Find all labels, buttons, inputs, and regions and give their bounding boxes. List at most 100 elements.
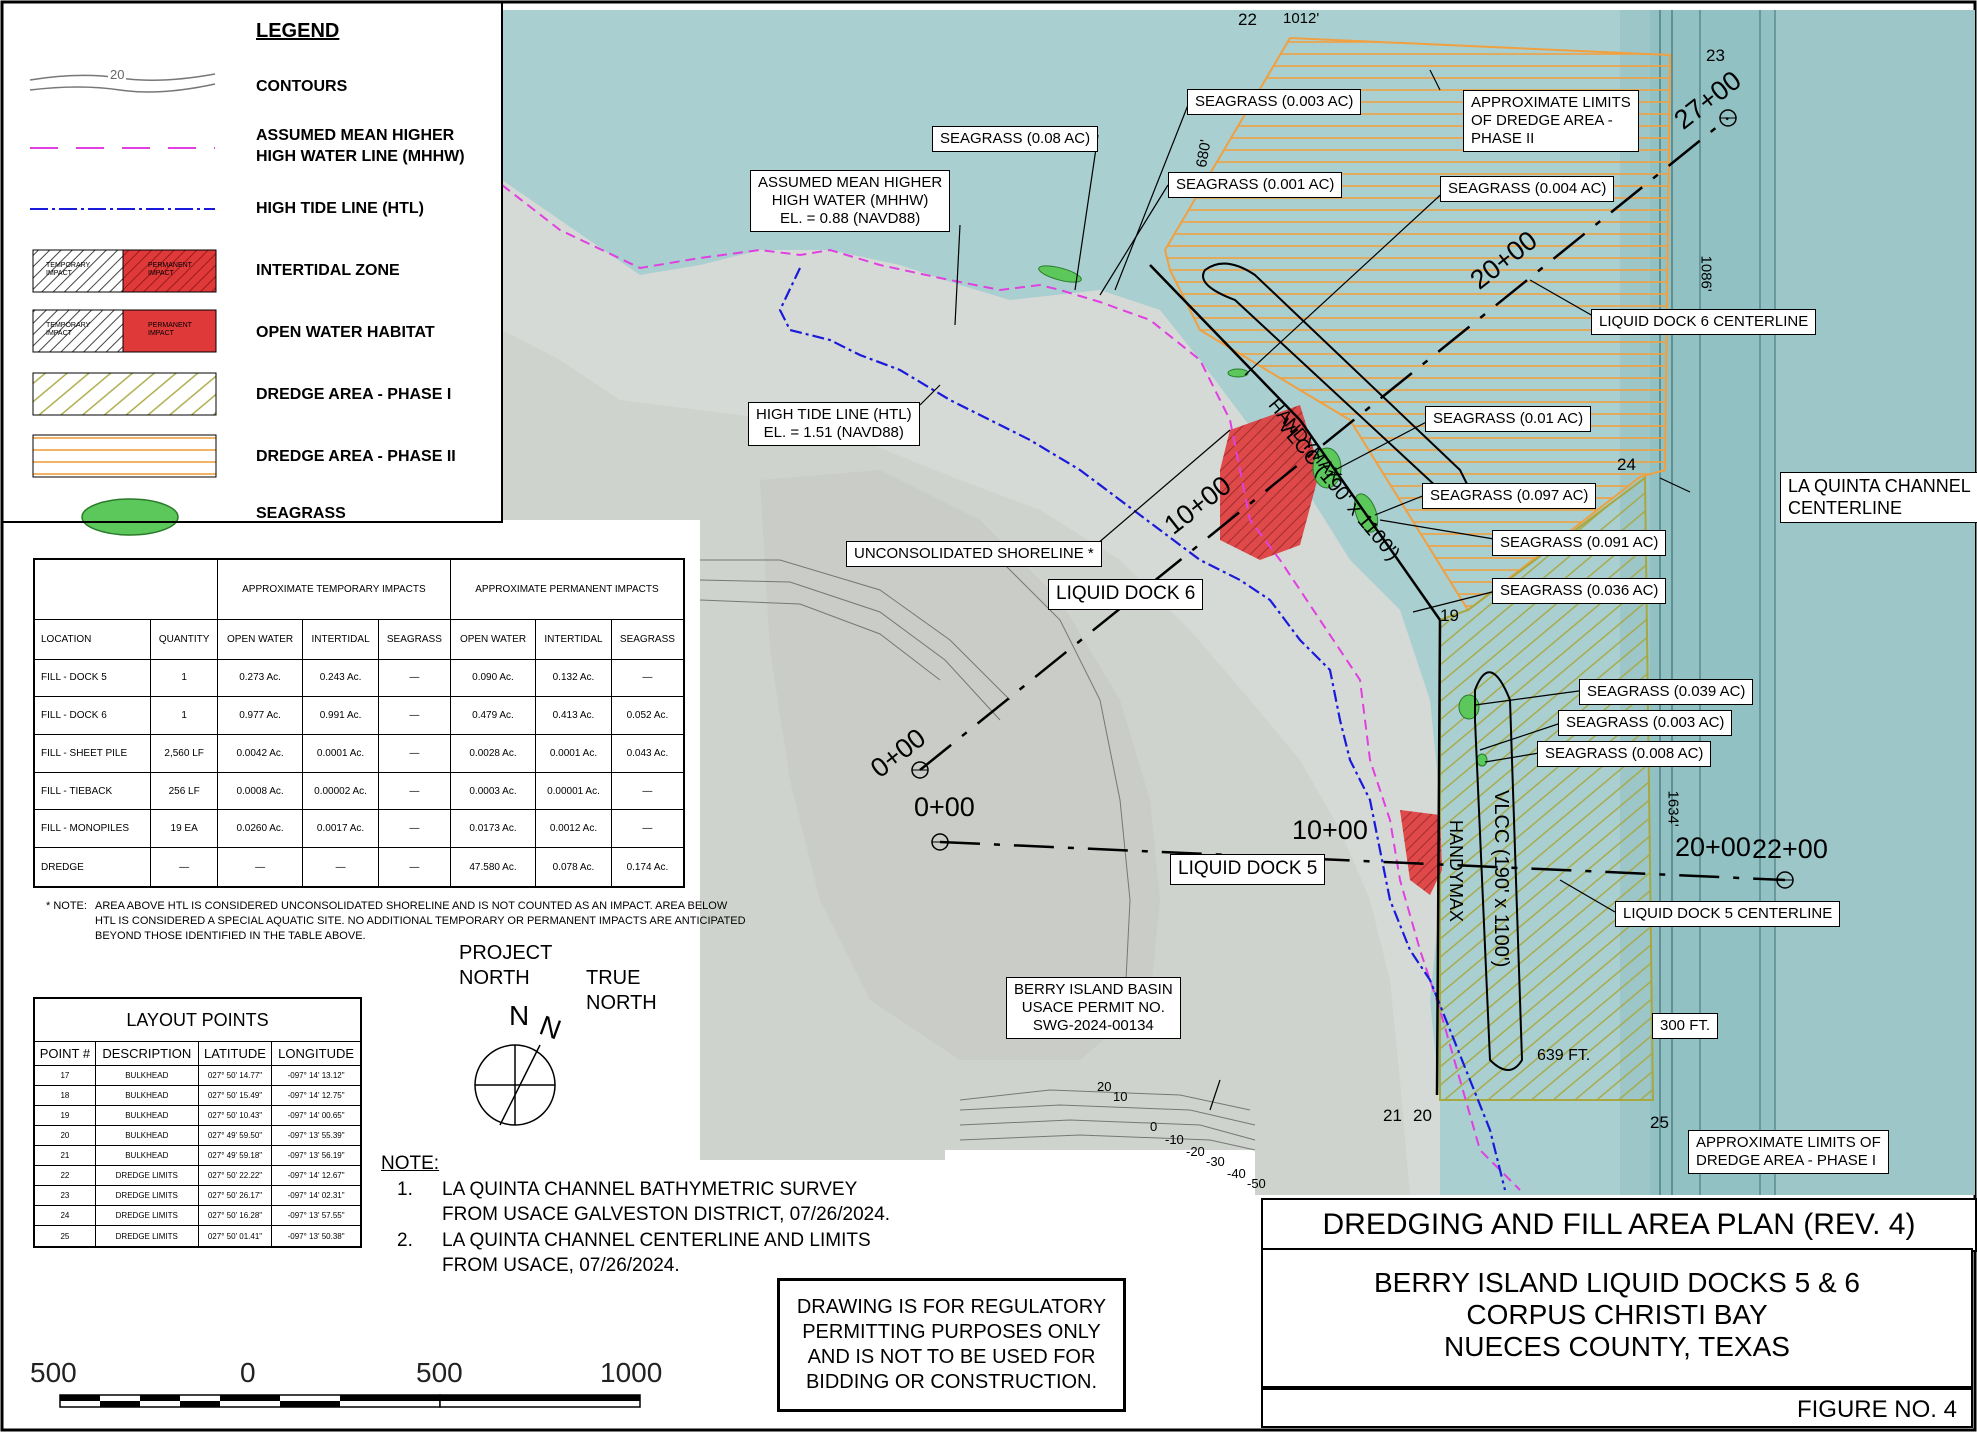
- contour-label-m10: -10: [1165, 1132, 1184, 1147]
- disclaimer-box: DRAWING IS FOR REGULATORY PERMITTING PUR…: [777, 1278, 1126, 1412]
- legend-item-contours: CONTOURS: [256, 78, 348, 95]
- note-2-num: 2.: [397, 1230, 413, 1251]
- bulkhead-lines: [1149, 264, 1442, 1096]
- disclaimer-line-4: BIDDING OR CONSTRUCTION.: [805, 1371, 1098, 1393]
- point-22: 22: [1238, 10, 1257, 29]
- contour-lines: [699, 559, 1256, 1151]
- contour-label-m50: -50: [1247, 1176, 1266, 1191]
- dim-639: 639 FT.: [1537, 1047, 1591, 1064]
- layout-points-table: LAYOUT POINTS POINT # DESCRIPTION LATITU…: [33, 997, 362, 1248]
- north-n-1: N: [509, 1000, 530, 1031]
- legend-item-intertidal: INTERTIDAL ZONE: [256, 262, 400, 279]
- seagrass-label-0091: SEAGRASS (0.091 AC): [1492, 530, 1667, 556]
- impacts-note-line-1: AREA ABOVE HTL IS CONSIDERED UNCONSOLIDA…: [95, 900, 728, 912]
- seagrass-label-0036: SEAGRASS (0.036 AC): [1492, 578, 1667, 604]
- drawing-title: DREDGING AND FILL AREA PLAN (REV. 4): [1261, 1198, 1977, 1252]
- point-25: 25: [1650, 1113, 1669, 1132]
- disclaimer-line-1: DRAWING IS FOR REGULATORY: [796, 1296, 1107, 1318]
- point-20: 20: [1413, 1106, 1432, 1125]
- swatch-perm-label-2: PERMANENT IMPACT: [148, 322, 192, 338]
- scale-label-0: 0: [240, 1357, 256, 1388]
- north-arrow: [474, 1044, 556, 1126]
- leader-lines: [919, 69, 1691, 1111]
- legend-seagrass-swatch: [81, 498, 179, 536]
- swatch-perm-label: PERMANENT IMPACT: [148, 262, 192, 278]
- dim-1012: 1012': [1283, 10, 1320, 27]
- legend-title: LEGEND: [256, 20, 340, 42]
- legend-item-phase-2: DREDGE AREA - PHASE II: [256, 448, 456, 465]
- ld6-centerline-callout: LIQUID DOCK 6 CENTERLINE: [1591, 309, 1817, 335]
- contour-label-0: 0: [1150, 1119, 1158, 1134]
- mhhw-callout: ASSUMED MEAN HIGHER HIGH WATER (MHHW) EL…: [750, 170, 951, 232]
- swatch-temp-label-2: TEMPORARY IMPACT: [46, 322, 91, 338]
- layout-points-title: LAYOUT POINTS: [33, 997, 362, 1042]
- scale-label-500a: 500: [30, 1357, 77, 1388]
- seagrass-label-0003: SEAGRASS (0.003 AC): [1187, 89, 1362, 115]
- handymax-label-dock5: HANDYMAX: [1446, 820, 1466, 923]
- contour-label-10: 10: [1113, 1089, 1128, 1104]
- swatch-temp-label: TEMPORARY IMPACT: [46, 262, 91, 278]
- vlcc-label-dock5: VLCC (190' x 1100'): [1490, 790, 1512, 968]
- table-header-row: POINT # DESCRIPTION LATITUDE LONGITUDE: [33, 1041, 362, 1066]
- legend-contour-sample: 20: [108, 67, 127, 83]
- station-ld5-0: 0+00: [914, 792, 975, 822]
- contour-label-m40: -40: [1227, 1166, 1246, 1181]
- legend-item-seagrass: SEAGRASS: [256, 505, 346, 522]
- project-line-1: BERRY ISLAND LIQUID DOCKS 5 & 6: [1373, 1267, 1861, 1298]
- figure-number: FIGURE NO. 4: [1261, 1388, 1973, 1428]
- point-21: 21: [1383, 1106, 1402, 1125]
- note-1-line-2: FROM USACE GALVESTON DISTRICT, 07/26/202…: [442, 1204, 891, 1225]
- seagrass-label-0097: SEAGRASS (0.097 AC): [1422, 483, 1597, 509]
- liquid-dock-5-label: LIQUID DOCK 5: [1170, 854, 1326, 885]
- impact-dock-5: [1400, 810, 1442, 895]
- htl-callout: HIGH TIDE LINE (HTL) EL. = 1.51 (NAVD88): [748, 402, 920, 446]
- dim-300: 300 FT.: [1652, 1013, 1719, 1039]
- liquid-dock-5-centerline: [931, 833, 1794, 889]
- notes-title: NOTE:: [381, 1153, 440, 1174]
- dredge-phase-2-callout: APPROXIMATE LIMITS OF DREDGE AREA - PHAS…: [1463, 90, 1639, 152]
- legend-samples: [29, 73, 217, 478]
- project-title-block: BERRY ISLAND LIQUID DOCKS 5 & 6 CORPUS C…: [1261, 1248, 1973, 1388]
- contour-label-m30: -30: [1206, 1154, 1225, 1169]
- station-ld5-20: 20+00: [1675, 832, 1751, 862]
- impacts-note-line-2: HTL IS CONSIDERED A SPECIAL AQUATIC SITE…: [95, 915, 746, 927]
- scale-label-1000: 1000: [600, 1357, 663, 1388]
- group-temp: APPROXIMATE TEMPORARY IMPACTS: [216, 558, 451, 620]
- seagrass-label-0001: SEAGRASS (0.001 AC): [1168, 172, 1343, 198]
- liquid-dock-6-centerline: [911, 109, 1737, 779]
- note-2-line-1: LA QUINTA CHANNEL CENTERLINE AND LIMITS: [442, 1230, 871, 1251]
- scale-bar: [59, 1394, 641, 1408]
- dim-1634: 1634': [1664, 790, 1682, 827]
- impacts-note-label: * NOTE:: [46, 900, 87, 912]
- note-1-num: 1.: [397, 1179, 413, 1200]
- point-24: 24: [1617, 455, 1636, 474]
- impacts-note-line-3: BEYOND THOSE IDENTIFIED IN THE TABLE ABO…: [95, 930, 366, 942]
- note-1-line-1: LA QUINTA CHANNEL BATHYMETRIC SURVEY: [442, 1179, 858, 1200]
- impact-dock-6: [1220, 405, 1320, 560]
- mhhw-line: [501, 184, 1521, 1191]
- contour-label-m20: -20: [1186, 1144, 1205, 1159]
- seagrass-label-001: SEAGRASS (0.01 AC): [1425, 406, 1592, 432]
- project-line-3: NUECES COUNTY, TEXAS: [1444, 1331, 1790, 1363]
- note-2-line-2: FROM USACE, 07/26/2024.: [442, 1255, 680, 1276]
- project-line-2: CORPUS CHRISTI BAY: [1466, 1299, 1768, 1331]
- project-north-label: PROJECT: [459, 942, 553, 964]
- legend-item-phase-1: DREDGE AREA - PHASE I: [256, 386, 452, 403]
- scale-label-500b: 500: [416, 1357, 463, 1388]
- true-north-label: TRUE: [586, 967, 641, 989]
- point-23: 23: [1706, 46, 1725, 65]
- legend-item-htl: HIGH TIDE LINE (HTL): [256, 200, 424, 217]
- table-header-row: LOCATION QUANTITY OPEN WATER INTERTIDAL …: [33, 618, 685, 660]
